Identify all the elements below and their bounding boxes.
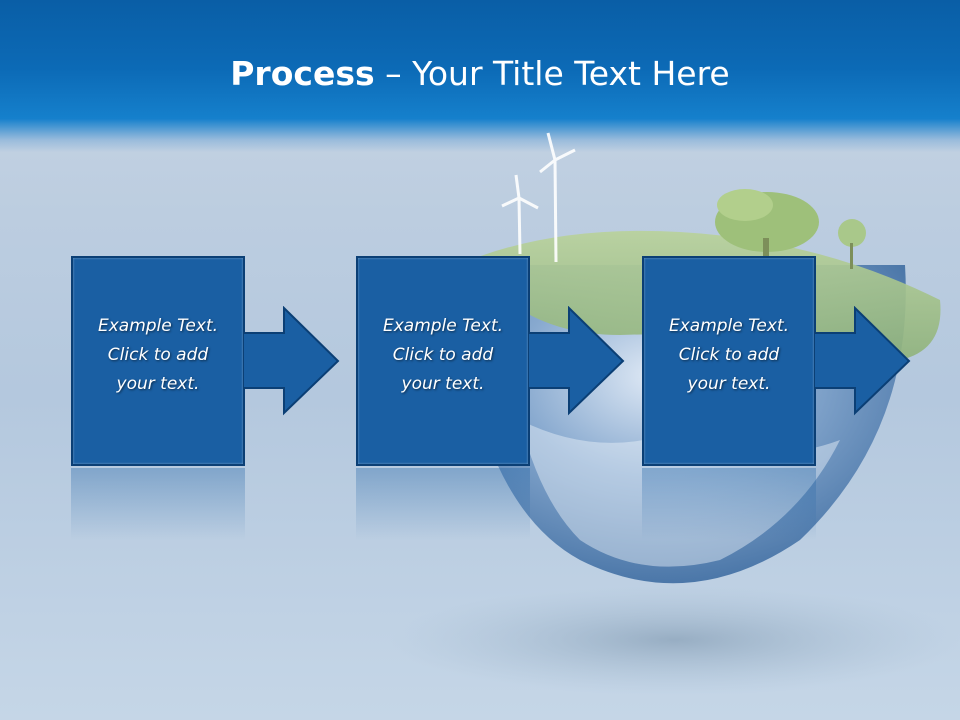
step-2-line-2: Click to add (392, 345, 494, 365)
title-bold: Process (230, 54, 375, 93)
wind-turbine-icon (501, 132, 576, 263)
globe-shadow (390, 585, 960, 695)
process-step-1[interactable]: Example Text. Click to add your text. (71, 256, 245, 466)
step-1-reflection (71, 468, 245, 540)
step-1-line-1: Example Text. (97, 316, 219, 336)
slide-title[interactable]: Process – Your Title Text Here (0, 52, 960, 96)
process-arrow-3 (814, 306, 911, 416)
step-3-text[interactable]: Example Text. Click to add your text. (644, 312, 814, 399)
process-arrow-2 (528, 306, 625, 416)
step-1-line-2: Click to add (107, 345, 209, 365)
process-step-2[interactable]: Example Text. Click to add your text. (356, 256, 530, 466)
step-3-line-3: your text. (687, 374, 771, 394)
process-step-3[interactable]: Example Text. Click to add your text. (642, 256, 816, 466)
step-2-line-3: your text. (401, 374, 485, 394)
process-arrow-1 (243, 306, 340, 416)
step-2-text[interactable]: Example Text. Click to add your text. (358, 312, 528, 399)
step-3-line-1: Example Text. (668, 316, 790, 336)
title-rest: – Your Title Text Here (374, 54, 730, 93)
tree-icon (715, 189, 866, 269)
title-bar (0, 0, 960, 152)
step-1-line-3: your text. (116, 374, 200, 394)
step-1-text[interactable]: Example Text. Click to add your text. (73, 312, 243, 399)
step-3-line-2: Click to add (678, 345, 780, 365)
step-2-line-1: Example Text. (382, 316, 504, 336)
step-3-reflection (642, 468, 816, 540)
step-2-reflection (356, 468, 530, 540)
